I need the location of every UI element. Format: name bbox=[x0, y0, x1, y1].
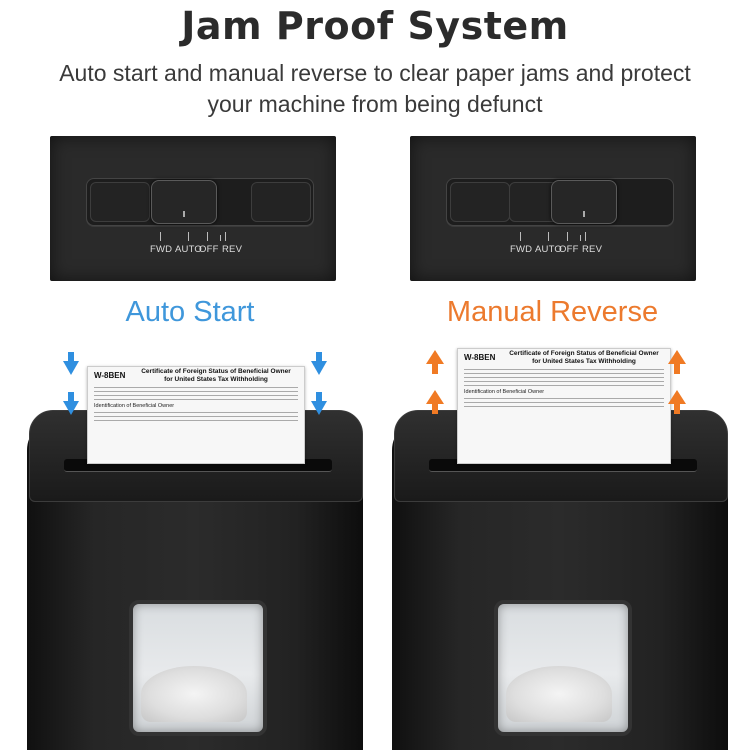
knob-indicator bbox=[583, 211, 585, 217]
doc-part-heading: Identification of Beneficial Owner bbox=[94, 403, 175, 409]
paper-document: W-8BEN Certificate of Foreign Status of … bbox=[87, 366, 305, 464]
doc-title-line2: for United States Tax Withholding bbox=[532, 358, 636, 365]
paper-document: W-8BEN Certificate of Foreign Status of … bbox=[457, 348, 671, 464]
doc-title-line2: for United States Tax Withholding bbox=[164, 376, 268, 383]
label-auto: AUTO bbox=[535, 244, 563, 255]
label-rev: REV bbox=[222, 244, 243, 255]
doc-title-line1: Certificate of Foreign Status of Benefic… bbox=[141, 368, 291, 375]
bin-window bbox=[494, 600, 632, 736]
switch-knob[interactable] bbox=[551, 180, 617, 224]
paper-shreds bbox=[141, 666, 247, 722]
switch-knob[interactable] bbox=[151, 180, 217, 224]
mode-switch[interactable] bbox=[86, 178, 314, 226]
mode-switch[interactable] bbox=[446, 178, 674, 226]
label-fwd: FWD bbox=[510, 244, 533, 255]
control-panel-reverse: FWD AUTO OFF REV bbox=[410, 136, 696, 281]
page-title: Jam Proof System bbox=[181, 4, 569, 48]
mode-heading-manual-reverse: Manual Reverse bbox=[446, 296, 659, 328]
shredder-reverse: W-8BEN Certificate of Foreign Status of … bbox=[392, 348, 728, 750]
paper-shreds bbox=[506, 666, 612, 722]
label-rev: REV bbox=[582, 244, 603, 255]
knob-indicator bbox=[183, 211, 185, 217]
switch-segment bbox=[251, 182, 311, 222]
label-off: OFF bbox=[199, 244, 219, 255]
doc-part-heading: Identification of Beneficial Owner bbox=[464, 389, 545, 395]
label-fwd: FWD bbox=[150, 244, 173, 255]
bin-window bbox=[129, 600, 267, 736]
shredder-auto: W-8BEN Certificate of Foreign Status of … bbox=[27, 352, 363, 750]
doc-form-number: W-8BEN bbox=[94, 371, 126, 380]
switch-segment bbox=[90, 182, 150, 222]
control-panel-auto: FWD AUTO OFF REV bbox=[50, 136, 336, 281]
label-auto: AUTO bbox=[175, 244, 203, 255]
page-subtitle: Auto start and manual reverse to clear p… bbox=[59, 60, 691, 117]
switch-segment bbox=[450, 182, 510, 222]
doc-title-line1: Certificate of Foreign Status of Benefic… bbox=[509, 350, 659, 357]
label-off: OFF bbox=[559, 244, 579, 255]
mode-heading-auto-start: Auto Start bbox=[125, 296, 255, 328]
doc-form-number: W-8BEN bbox=[464, 353, 496, 362]
